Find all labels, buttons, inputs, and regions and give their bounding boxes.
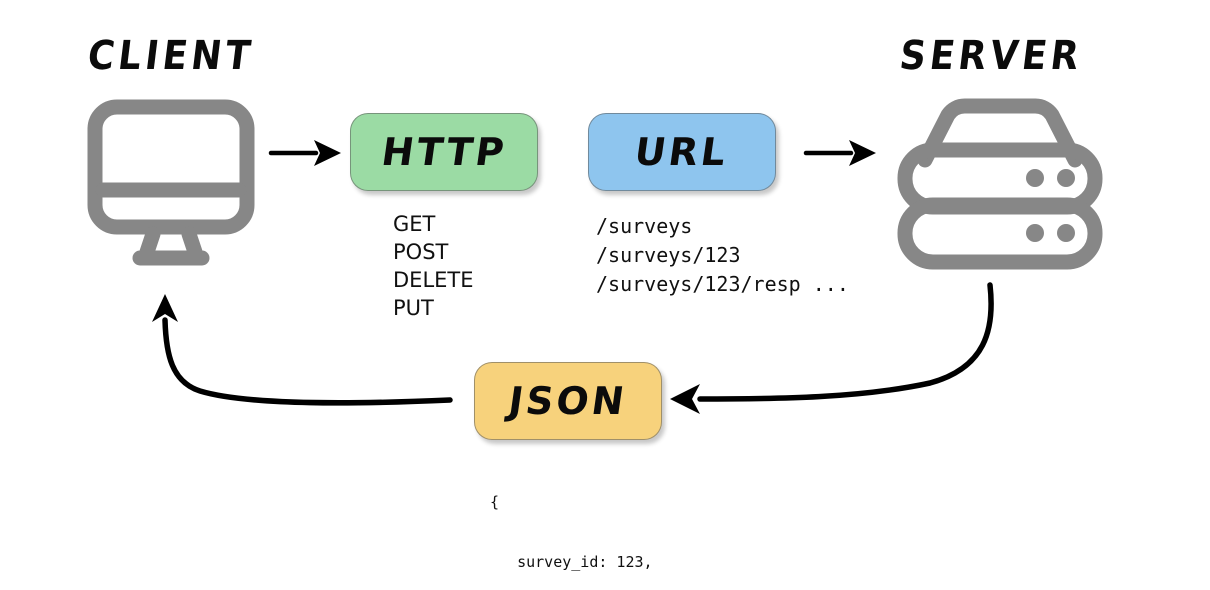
json-box[interactable]: JSON bbox=[474, 362, 662, 440]
url-path-item: /surveys/123 bbox=[596, 243, 741, 267]
json-body-line: { bbox=[490, 493, 500, 511]
http-method-item: DELETE bbox=[393, 268, 474, 292]
http-method-item: PUT bbox=[393, 296, 434, 320]
json-body-snippet: { survey_id: 123, score: 9, message: "am… bbox=[490, 452, 716, 590]
arrow-client-to-http bbox=[268, 140, 341, 166]
server-title: SERVER bbox=[897, 33, 1086, 79]
json-body-line: survey_id: 123, bbox=[490, 553, 653, 571]
json-box-label: JSON bbox=[506, 379, 630, 423]
http-box[interactable]: HTTP bbox=[350, 113, 538, 191]
arrow-server-to-json bbox=[670, 282, 994, 414]
http-method-item: GET bbox=[393, 212, 436, 236]
client-title: CLIENT bbox=[85, 33, 257, 79]
monitor-icon bbox=[87, 99, 255, 266]
http-box-label: HTTP bbox=[378, 130, 510, 174]
arrow-url-to-server bbox=[803, 140, 876, 166]
http-method-item: POST bbox=[393, 240, 449, 264]
url-path-item: /surveys bbox=[596, 214, 693, 238]
url-box-label: URL bbox=[632, 130, 732, 174]
server-rack-icon bbox=[897, 98, 1103, 270]
url-box[interactable]: URL bbox=[588, 113, 776, 191]
http-methods-list: GET POST DELETE PUT bbox=[393, 210, 474, 322]
url-path-item: /surveys/123/resp ... bbox=[596, 272, 849, 296]
url-paths-list: /surveys /surveys/123 /surveys/123/resp … bbox=[596, 212, 849, 299]
